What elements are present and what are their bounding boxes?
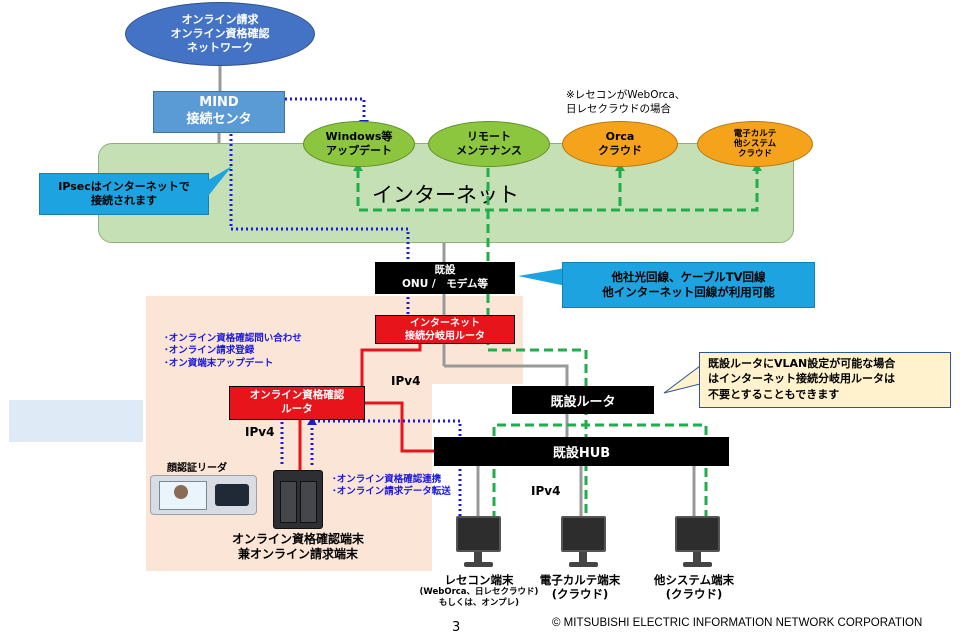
vlan-note-line2: はインターネット接続分岐用ルータは xyxy=(708,372,895,386)
ipv4-label: IPv4 xyxy=(245,425,275,439)
online-qualification-router: オンライン資格確認 ルータ xyxy=(229,386,365,420)
online-function-list: ･オンライン資格確認問い合わせ ･オンライン請求登録 ･オン資端末アップデート xyxy=(164,333,344,370)
emr-terminal-monitor xyxy=(561,516,606,570)
face-reader-camera-icon xyxy=(215,484,249,506)
internet-label: インターネット xyxy=(372,183,519,207)
face-reader-device xyxy=(150,475,257,515)
monitor-screen xyxy=(456,516,501,552)
monitor-base xyxy=(464,562,493,567)
page-number: 3 xyxy=(452,620,461,635)
orca-line1: Orca xyxy=(605,130,635,144)
online-billing-network-cloud: オンライン請求 オンライン資格確認 ネットワーク xyxy=(125,2,315,66)
line-note-line1: 他社光回線、ケーブルTV回線 xyxy=(611,270,766,285)
remote-maintenance-service: リモート メンテナンス xyxy=(428,121,550,167)
monitor-base xyxy=(683,562,712,567)
line-note-line2: 他インターネット回線が利用可能 xyxy=(602,285,775,299)
windows-update-service: Windows等 アップデート xyxy=(303,121,415,167)
ipv4-label: IPv4 xyxy=(531,484,561,498)
oc-router-line1: オンライン資格確認 xyxy=(249,389,345,402)
monitor-base xyxy=(569,562,598,567)
vlan-note: 既設ルータにVLAN設定が可能な場合 はインターネット接続分岐用ルータは 不要と… xyxy=(699,352,951,408)
other-system-terminal-monitor xyxy=(675,516,720,570)
online-qualification-terminal-device xyxy=(273,470,323,529)
network-cloud-line1: オンライン請求 xyxy=(181,13,259,27)
face-reader-face-icon xyxy=(174,485,188,499)
internet-branch-router: インターネット 接続分岐用ルータ xyxy=(375,315,515,344)
emr-cloud-service: 電子カルテ 他システム クラウド xyxy=(697,121,813,167)
existing-hub: 既設HUB xyxy=(434,437,729,466)
monitor-stand xyxy=(474,552,482,562)
remote-line2: メンテナンス xyxy=(456,144,522,157)
link-note-2: ･オンライン請求データ転送 xyxy=(332,486,451,498)
network-cloud-line2: オンライン資格確認 xyxy=(170,27,270,41)
vlan-note-line1: 既設ルータにVLAN設定が可能な場合 xyxy=(708,357,896,370)
emr-terminal-label: 電子カルテ端末 (クラウド) xyxy=(527,573,633,602)
rececon-terminal-monitor xyxy=(456,516,501,570)
other-label-line1: 他システム端末 xyxy=(653,573,735,587)
rececon-label-line3: もしくは、オンプレ) xyxy=(438,598,520,608)
rececon-note-line2: 日レセクラウドの場合 xyxy=(566,103,671,116)
function-item-3: ･オン資端末アップデート xyxy=(164,357,274,369)
branch-router-line2: 接続分岐用ルータ xyxy=(405,330,485,342)
onu-modem: 既設 ONU / モデム等 xyxy=(375,262,515,294)
monitor-screen xyxy=(675,516,720,552)
rececon-note-line1: ※レセコンがWebOrca、 xyxy=(566,89,686,101)
existing-router: 既設ルータ xyxy=(512,386,654,414)
oc-router-line2: ルータ xyxy=(281,403,313,415)
orca-cloud-service: Orca クラウド xyxy=(562,121,678,167)
other-system-terminal-label: 他システム端末 (クラウド) xyxy=(639,573,749,602)
monitor-stand xyxy=(693,552,701,562)
orca-line2: クラウド xyxy=(598,144,642,157)
face-reader-label: 顔認証リーダ xyxy=(167,463,227,474)
emr-label-line2: (クラウド) xyxy=(551,587,609,602)
link-notes: ･オンライン資格確認連携 ･オンライン請求データ転送 xyxy=(332,474,482,499)
emr-cloud-line3: クラウド xyxy=(737,149,772,160)
drive-bay xyxy=(280,481,297,523)
rececon-terminal-label: レセコン端末 (WebOrca、日レセクラウド) もしくは、オンプレ) xyxy=(410,573,548,609)
emr-cloud-line2: 他システム xyxy=(733,138,777,149)
rececon-label-line1: レセコン端末 xyxy=(444,573,514,587)
branch-router-line1: インターネット xyxy=(410,317,480,329)
function-item-2: ･オンライン請求登録 xyxy=(164,345,255,357)
windows-line1: Windows等 xyxy=(325,130,393,144)
blank-blue-rectangle xyxy=(9,400,143,442)
ipsec-note-line2: 接続されます xyxy=(91,194,157,207)
link-note-1: ･オンライン資格確認連携 xyxy=(332,474,442,485)
network-cloud-line3: ネットワーク xyxy=(187,40,253,54)
emr-cloud-line1: 電子カルテ xyxy=(733,128,777,139)
onu-line1: 既設 xyxy=(434,264,456,277)
vlan-note-line3: 不要とすることもできます xyxy=(708,387,840,401)
mind-connection-center: MIND 接続センタ xyxy=(153,91,285,133)
mind-center-line1: MIND xyxy=(199,95,239,111)
function-item-1: ･オンライン資格確認問い合わせ xyxy=(164,333,302,344)
line-types-note: 他社光回線、ケーブルTV回線 他インターネット回線が利用可能 xyxy=(562,262,815,308)
oc-terminal-line1: オンライン資格確認端末 xyxy=(231,532,364,546)
copyright: © MITSUBISHI ELECTRIC INFORMATION NETWOR… xyxy=(552,617,923,629)
ipv4-label: IPv4 xyxy=(391,374,421,388)
online-qualification-terminal-label: オンライン資格確認端末 兼オンライン請求端末 xyxy=(210,532,386,562)
monitor-stand xyxy=(579,552,587,562)
rececon-label-line2: (WebOrca、日レセクラウド) xyxy=(419,587,539,598)
other-label-line2: (クラウド) xyxy=(665,587,723,602)
mind-center-line2: 接続センタ xyxy=(186,112,252,127)
monitor-screen xyxy=(561,516,606,552)
remote-line1: リモート xyxy=(467,130,511,144)
emr-label-line1: 電子カルテ端末 xyxy=(539,573,621,587)
windows-line2: アップデート xyxy=(326,144,392,157)
onu-line2: ONU / モデム等 xyxy=(401,278,489,290)
ipsec-note-line1: IPsecはインターネットで xyxy=(58,179,190,193)
drive-bay xyxy=(300,481,317,523)
rececon-note: ※レセコンがWebOrca、 日レセクラウドの場合 xyxy=(566,88,716,116)
oc-terminal-line2: 兼オンライン請求端末 xyxy=(237,547,358,561)
